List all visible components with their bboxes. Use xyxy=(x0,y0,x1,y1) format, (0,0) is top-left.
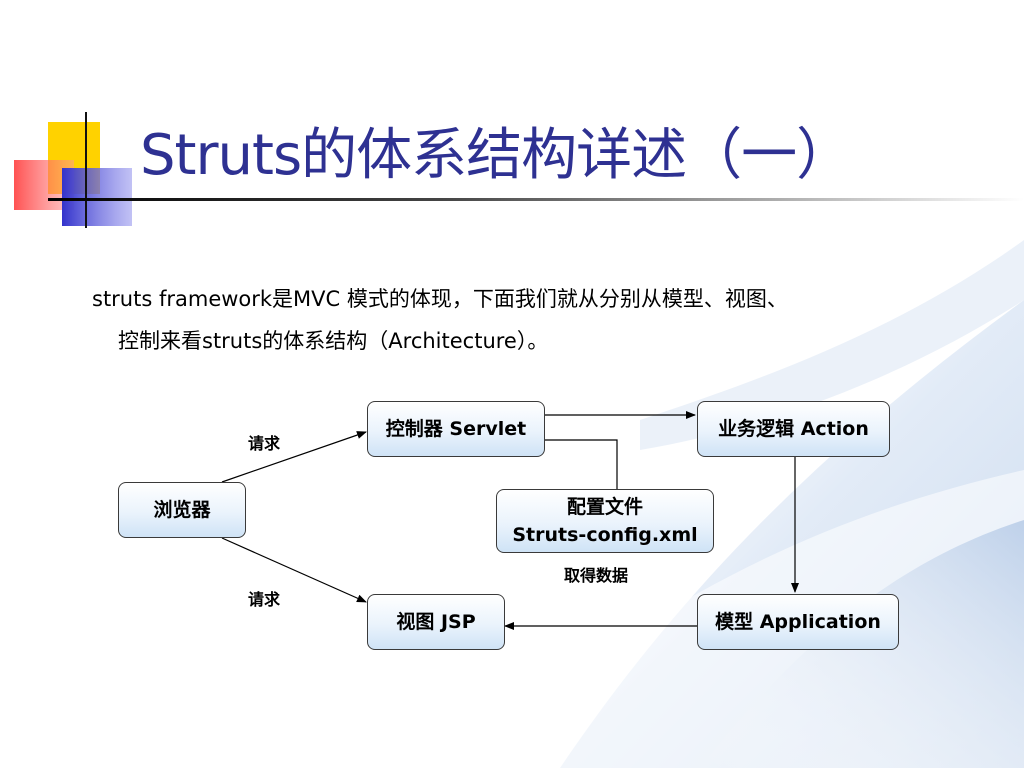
node-config-label-1: 配置文件 xyxy=(566,496,643,518)
arrow-browser-to-view xyxy=(221,537,367,603)
title-underline xyxy=(48,198,1024,201)
node-action-label: 业务逻辑 Action xyxy=(718,418,869,440)
line-controller-to-config xyxy=(545,439,618,489)
intro-line-1: struts framework是MVC 模式的体现，下面我们就从分别从模型、视… xyxy=(92,287,788,311)
swoosh-shape xyxy=(640,240,1024,450)
node-view-label: 视图 JSP xyxy=(396,611,476,633)
node-model-label: 模型 Application xyxy=(715,611,881,633)
label-request-bottom: 请求 xyxy=(248,590,281,609)
node-business-action: 业务逻辑 Action xyxy=(697,401,890,457)
node-controller-servlet: 控制器 Servlet xyxy=(367,401,545,457)
label-fetch-data: 取得数据 xyxy=(564,566,629,585)
label-request-top: 请求 xyxy=(248,434,281,453)
intro-paragraph: struts framework是MVC 模式的体现，下面我们就从分别从模型、视… xyxy=(92,278,952,362)
node-view-jsp: 视图 JSP xyxy=(367,594,505,650)
deco-blue-square xyxy=(62,168,132,226)
node-browser: 浏览器 xyxy=(118,482,246,538)
node-config-label-2: Struts-config.xml xyxy=(512,524,698,546)
intro-line-2: 控制来看struts的体系结构（Architecture）。 xyxy=(118,329,549,353)
arrow-browser-to-controller xyxy=(221,431,367,483)
node-browser-label: 浏览器 xyxy=(153,499,211,521)
page-title: Struts的体系结构详述（一） xyxy=(140,123,852,188)
node-model-application: 模型 Application xyxy=(697,594,899,650)
node-config-file: 配置文件 Struts-config.xml xyxy=(496,489,714,553)
node-controller-label: 控制器 Servlet xyxy=(385,418,527,440)
